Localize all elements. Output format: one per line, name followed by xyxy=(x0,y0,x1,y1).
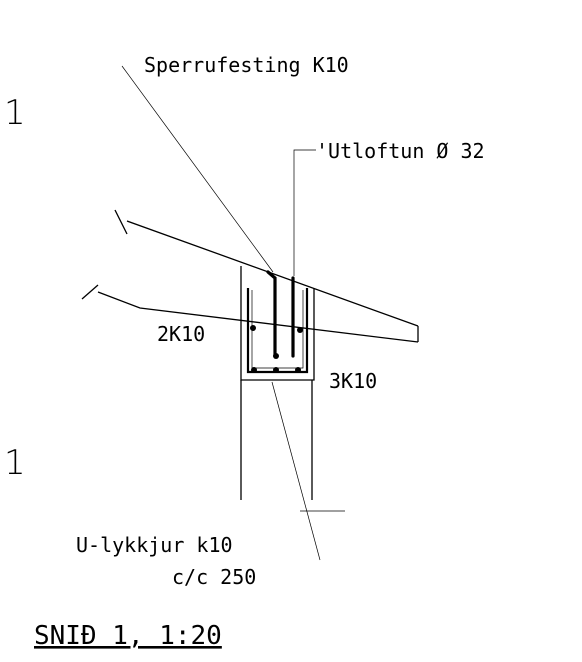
u-lykkjur-spacing-label: c/c 250 xyxy=(172,565,256,589)
upper-rafter-line xyxy=(126,220,419,327)
rebar-dot xyxy=(297,327,303,333)
section-mark-top: 1 xyxy=(4,93,26,133)
anchor-bar-left xyxy=(266,270,277,358)
lower-rafter-line xyxy=(97,291,419,343)
sperrufesting-label: Sperrufesting K10 xyxy=(144,53,349,77)
u-lykkjur-label: U-lykkjur k10 xyxy=(76,533,233,557)
section-mark-bottom: 1 xyxy=(4,443,26,483)
bars-2k10-label: 2K10 xyxy=(157,322,205,346)
sperrufesting-leader xyxy=(121,65,274,273)
rebar-dot xyxy=(295,367,301,373)
bars-3k10-label: 3K10 xyxy=(329,369,377,393)
u-lykkjur-leader xyxy=(271,381,321,561)
rebar-dot xyxy=(273,367,279,373)
utloftun-label: 'Utloftun Ø 32 xyxy=(316,139,485,163)
drawing-title: SNIÐ 1, 1:20 xyxy=(34,621,222,651)
rebar-dot xyxy=(251,367,257,373)
upper-break-mark xyxy=(114,209,128,235)
utloftun-leader xyxy=(293,149,316,276)
beam-outline xyxy=(240,266,315,381)
lower-break-mark xyxy=(81,284,99,300)
rebar-dot xyxy=(273,353,279,359)
rebar-dot xyxy=(250,325,256,331)
